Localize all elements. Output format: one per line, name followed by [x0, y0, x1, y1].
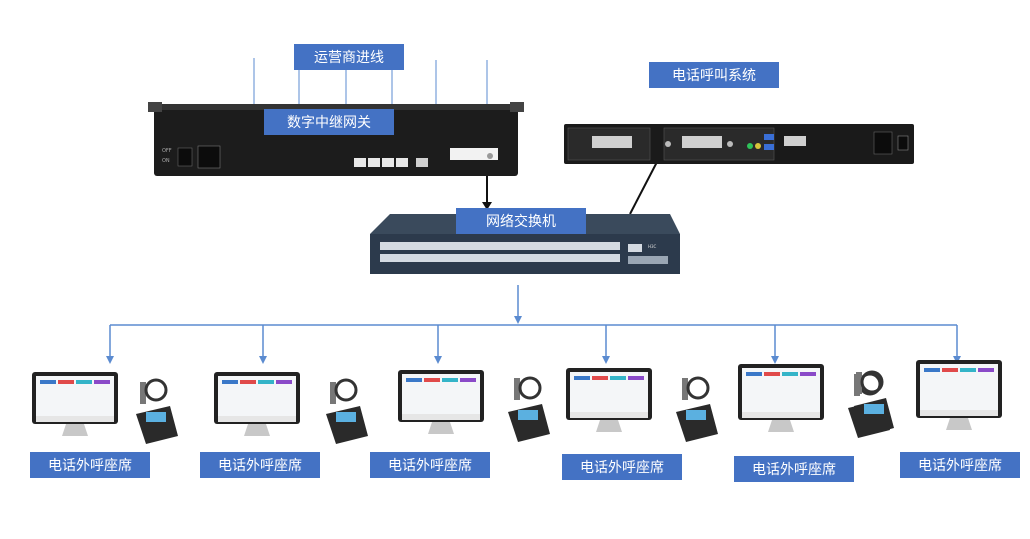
computer-icon: [398, 370, 550, 442]
digital-gateway-label: 数字中继网关: [264, 109, 394, 135]
call-system-device: [564, 124, 914, 164]
network-switch-device: H3C: [370, 214, 680, 274]
computer-icon: [32, 372, 178, 444]
svg-text:OFF: OFF: [162, 148, 172, 154]
network-switch-label: 网络交换机: [456, 208, 586, 234]
seat-label: 电话外呼座席: [200, 452, 320, 478]
station-4: 电话外呼座席: [562, 366, 744, 486]
digital-gateway-device: OFF ON: [148, 102, 524, 176]
computer-icon: [214, 372, 368, 444]
station-3: 电话外呼座席: [370, 368, 576, 488]
station-2: 电话外呼座席: [200, 370, 392, 490]
seat-label: 电话外呼座席: [30, 452, 150, 478]
seat-label: 电话外呼座席: [370, 452, 490, 478]
station-6: 电话外呼座席: [852, 356, 1030, 478]
seat-label: 电话外呼座席: [900, 452, 1020, 478]
computer-icon: [566, 368, 718, 442]
carrier-line-label: 运营商进线: [294, 44, 404, 70]
station-1: 电话外呼座席: [30, 370, 210, 490]
svg-text:ON: ON: [162, 158, 170, 164]
computer-icon: [854, 360, 1002, 436]
call-system-label: 电话呼叫系统: [649, 62, 779, 88]
svg-text:H3C: H3C: [648, 244, 657, 249]
seat-label: 电话外呼座席: [734, 456, 854, 482]
seat-label: 电话外呼座席: [562, 454, 682, 480]
